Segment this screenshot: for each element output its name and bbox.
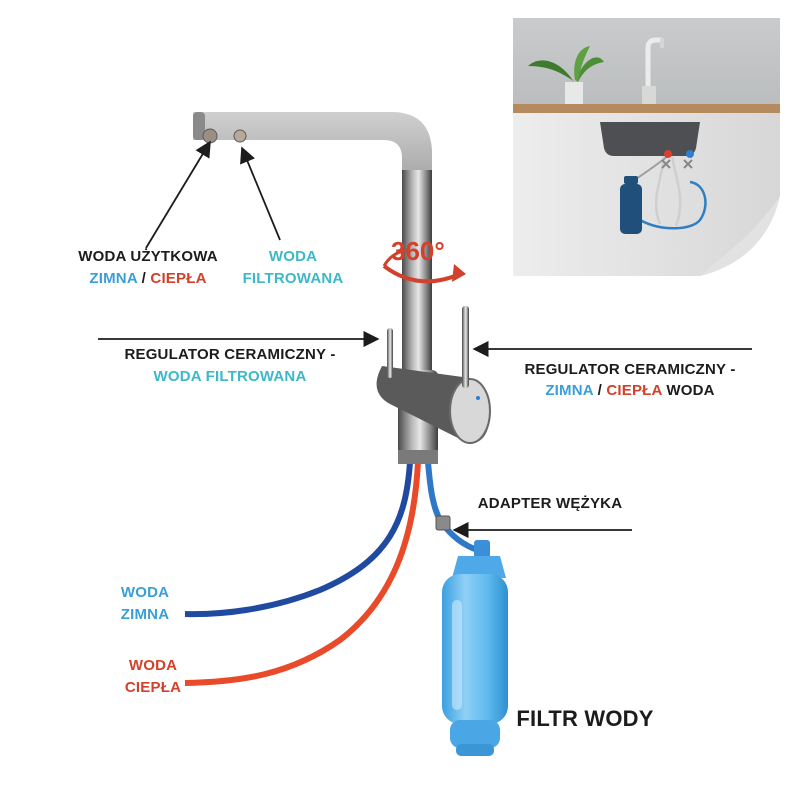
label-cold-water-2: ZIMNA [120,606,170,623]
lever-filtered [387,328,393,378]
label-right-slash: / [593,382,607,399]
label-regulator-right-2: ZIMNA / CIEPŁA WODA [500,380,760,402]
label-cold-water-1: WODA [120,584,170,601]
label-utility-cold-hot: ZIMNA / CIEPŁA [58,268,238,290]
hoses [184,461,485,686]
label-regulator-right-1: REGULATOR CERAMICZNY - [524,361,736,378]
label-hot-water-2: CIEPŁA [124,679,182,696]
rotation-arrow-icon [382,248,466,284]
hose-adapter [435,515,451,531]
label-regulator-left-1: REGULATOR CERAMICZNY - [124,346,336,363]
label-cold: ZIMNA [89,270,138,287]
label-filtered-water-2: FILTROWANA [242,270,344,287]
label-right-water: WODA [666,382,715,399]
rotation-label: 360° [391,236,445,266]
label-filtered-water-1: WODA [268,248,318,265]
cold-water-hose [184,461,413,618]
label-slash: / [137,270,151,287]
label-utility-water: WODA UŻYTKOWA [78,248,218,265]
label-right-hot: CIEPŁA [606,382,663,399]
hot-water-hose [184,461,421,686]
water-filter [442,540,508,756]
filtered-water-hose [425,461,443,522]
lever-hot-cold [462,306,469,388]
label-hot: CIEPŁA [150,270,207,287]
label-right-cold: ZIMNA [545,382,594,399]
label-hose-adapter: ADAPTER WĘŻYKA [477,495,623,512]
inset-photo [513,18,780,276]
label-hot-water-1: WODA [128,657,178,674]
label-water-filter: FILTR WODY [516,706,654,731]
pointer-arrows [98,140,752,539]
tap-nozzle-filtered [233,129,247,143]
label-regulator-left-2: WODA FILTROWANA [153,368,307,385]
tap-nozzle-utility [202,128,218,144]
faucet [193,112,491,464]
